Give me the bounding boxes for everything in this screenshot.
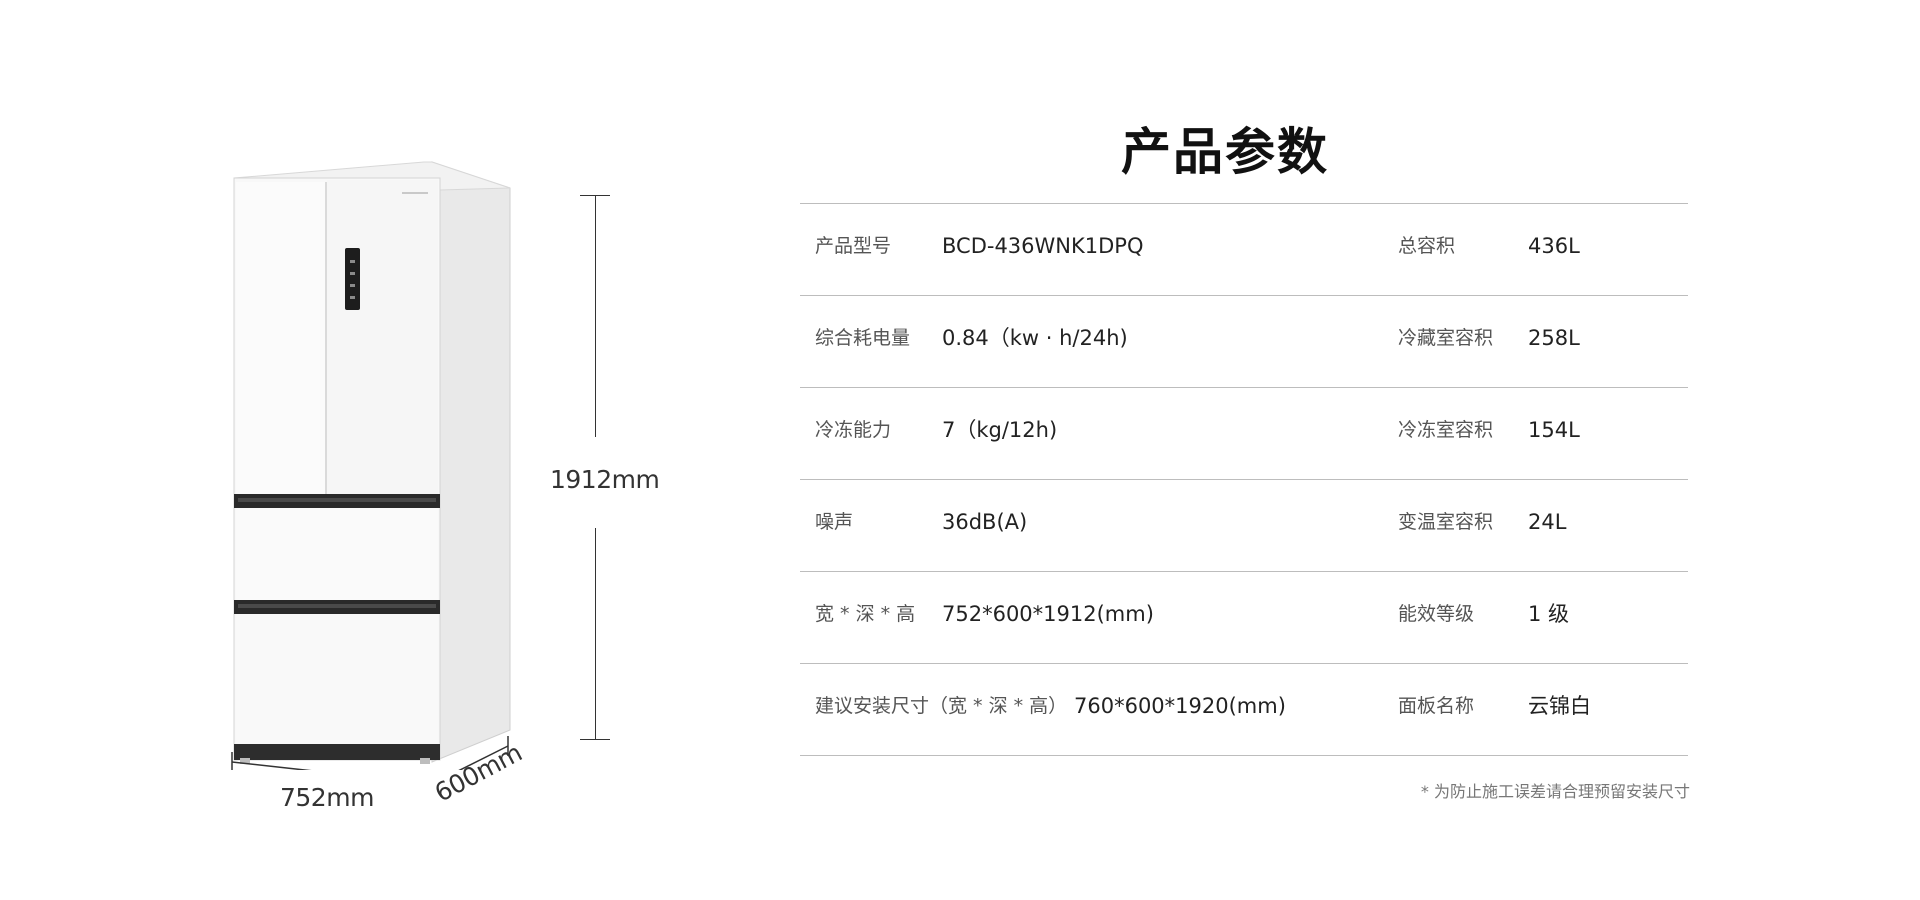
spec-row: 宽 * 深 * 高 752*600*1912(mm) 能效等级 1 级	[800, 572, 1688, 664]
spec-table: 产品型号 BCD-436WNK1DPQ 总容积 436L 综合耗电量 0.84（…	[800, 203, 1688, 756]
spec-label-fridge-capacity: 冷藏室容积	[1398, 327, 1494, 349]
height-dimension-upper-line	[595, 195, 596, 437]
spec-label-noise: 噪声	[815, 511, 854, 533]
spec-label-freezing-capacity: 冷冻能力	[815, 419, 892, 441]
spec-value-total-capacity: 436L	[1528, 234, 1580, 258]
spec-value-freezer-volume: 154L	[1528, 418, 1580, 442]
spec-row: 产品型号 BCD-436WNK1DPQ 总容积 436L	[800, 204, 1688, 296]
spec-row: 综合耗电量 0.84（kw · h/24h) 冷藏室容积 258L	[800, 296, 1688, 388]
spec-value-install-size: 760*600*1920(mm)	[1074, 694, 1286, 718]
height-dimension-lower-line	[595, 528, 596, 740]
spec-value-dimensions: 752*600*1912(mm)	[942, 602, 1154, 626]
spec-value-noise: 36dB(A)	[942, 510, 1028, 534]
width-dimension-label: 752mm	[280, 783, 374, 812]
spec-row: 冷冻能力 7（kg/12h) 冷冻室容积 154L	[800, 388, 1688, 480]
spec-label-dimensions: 宽 * 深 * 高	[815, 603, 916, 625]
spec-value-freezing-capacity: 7（kg/12h)	[942, 418, 1058, 442]
spec-value-energy-grade: 1 级	[1528, 602, 1570, 626]
spec-label-freezer-volume: 冷冻室容积	[1398, 419, 1494, 441]
spec-value-fridge-capacity: 258L	[1528, 326, 1580, 350]
spec-label-variable-temp-volume: 变温室容积	[1398, 511, 1494, 533]
spec-label-model: 产品型号	[815, 235, 892, 257]
spec-row: 噪声 36dB(A) 变温室容积 24L	[800, 480, 1688, 572]
fridge-image	[231, 161, 511, 770]
spec-value-variable-temp-volume: 24L	[1528, 510, 1567, 534]
height-dimension-label: 1912mm	[550, 465, 660, 494]
height-dimension-line	[575, 195, 615, 740]
spec-value-panel-name: 云锦白	[1528, 694, 1591, 718]
spec-label-install-size: 建议安装尺寸（宽 * 深 * 高）	[815, 695, 1068, 717]
spec-label-energy-grade: 能效等级	[1398, 603, 1475, 625]
spec-label-total-capacity: 总容积	[1398, 235, 1456, 257]
spec-value-power-consumption: 0.84（kw · h/24h)	[942, 326, 1128, 350]
spec-label-panel-name: 面板名称	[1398, 695, 1475, 717]
spec-value-model: BCD-436WNK1DPQ	[942, 234, 1144, 258]
spec-label-power-consumption: 综合耗电量	[815, 327, 911, 349]
spec-row: 建议安装尺寸（宽 * 深 * 高） 760*600*1920(mm) 面板名称 …	[800, 664, 1688, 756]
fridge-figure	[220, 150, 680, 830]
page-title: 产品参数	[1121, 123, 1329, 181]
height-dimension-bottom-cap	[580, 739, 610, 740]
install-footnote: * 为防止施工误差请合理预留安装尺寸	[1420, 782, 1690, 801]
